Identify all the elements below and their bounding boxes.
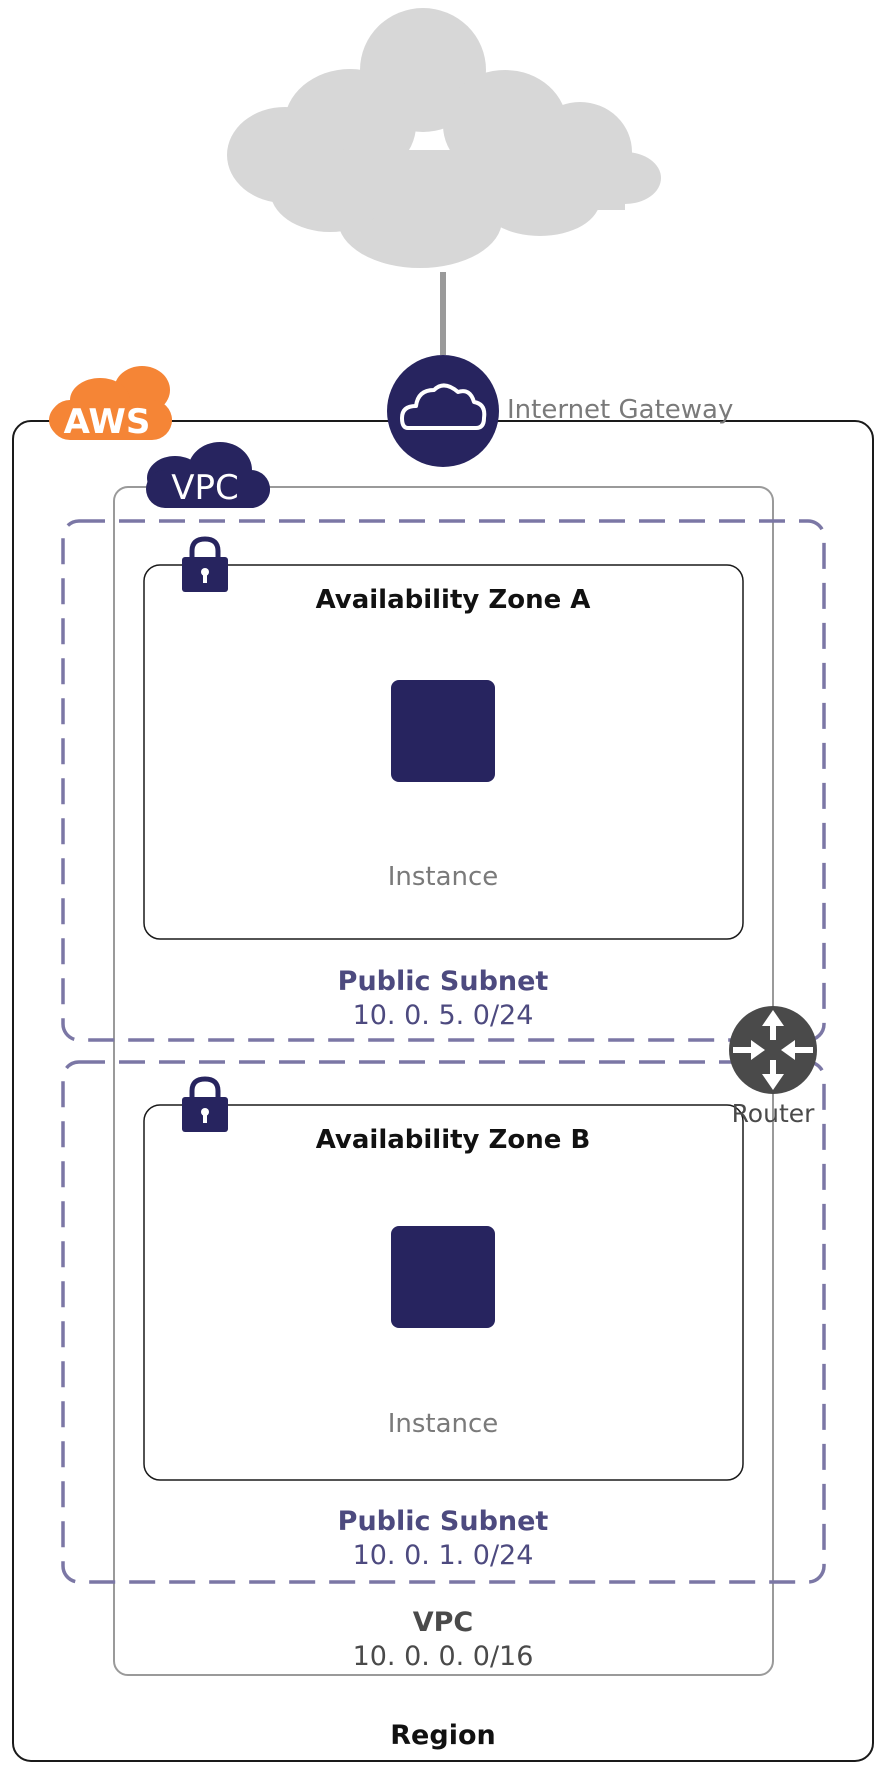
- public-subnet-a-cidr: 10. 0. 5. 0/24: [353, 1000, 534, 1031]
- router-icon: [729, 1006, 817, 1094]
- aws-badge-label: AWS: [64, 402, 151, 442]
- vpc-cidr-label: 10. 0. 0. 0/16: [353, 1641, 534, 1672]
- public-subnet-a-box: [61, 519, 826, 1042]
- instance-a-label: Instance: [388, 862, 499, 892]
- public-subnet-a-name: Public Subnet: [338, 966, 549, 997]
- region-label: Region: [390, 1720, 495, 1751]
- router-label: Router: [732, 1099, 816, 1128]
- instance-b-label: Instance: [388, 1409, 499, 1439]
- vpc-cloud-badge: [146, 442, 270, 508]
- vpc-badge-label: VPC: [171, 468, 239, 508]
- lock-icon: [182, 536, 228, 592]
- availability-zone-b-title: Availability Zone B: [316, 1125, 591, 1155]
- availability-zone-a-title: Availability Zone A: [316, 585, 591, 615]
- instance-icon: [391, 680, 495, 782]
- lock-icon: [182, 1076, 228, 1132]
- vpc-name-label: VPC: [413, 1607, 474, 1638]
- aws-cloud-badge: [49, 366, 172, 440]
- instance-icon: [391, 1226, 495, 1328]
- internet-gateway-icon: [387, 355, 499, 467]
- internet-gateway-label: Internet Gateway: [507, 395, 733, 425]
- public-subnet-b-cidr: 10. 0. 1. 0/24: [353, 1540, 534, 1571]
- public-subnet-b-box: [61, 1060, 826, 1584]
- public-subnet-b-name: Public Subnet: [338, 1506, 549, 1537]
- internet-cloud: [227, 8, 661, 268]
